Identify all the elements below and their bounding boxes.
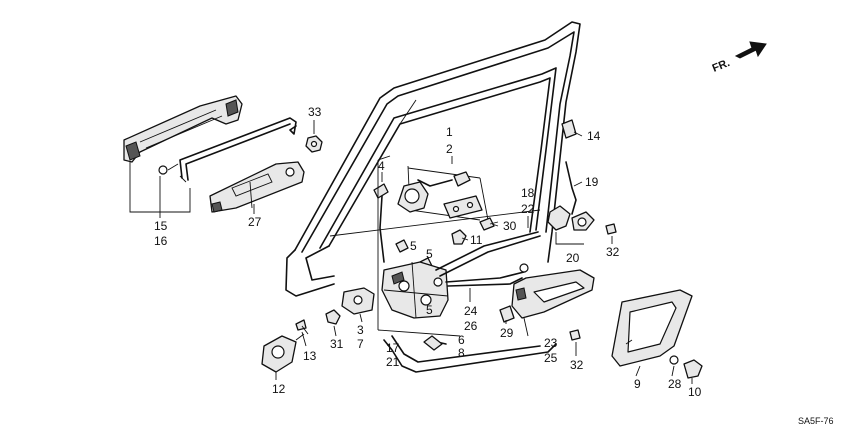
callout-29: 29 <box>500 326 514 340</box>
callout-9: 9 <box>634 377 641 391</box>
callout-19: 19 <box>585 175 599 189</box>
callout-10: 10 <box>688 385 702 399</box>
nut-33 <box>305 135 323 153</box>
lock-knob-parts <box>547 119 595 245</box>
front-direction-indicator: FR. <box>711 41 767 75</box>
callout-33: 33 <box>308 105 322 119</box>
callout-14: 14 <box>587 129 601 143</box>
screw-32-lower <box>569 329 581 341</box>
callout-labels: 1 2 3 4 5 5 5 6 7 8 9 10 11 12 13 14 15 … <box>154 105 702 399</box>
door-frame <box>285 21 581 373</box>
door-striker <box>325 287 375 325</box>
callout-18: 18 <box>521 186 535 200</box>
door-lock-assembly <box>381 261 449 319</box>
callout-26: 26 <box>464 319 478 333</box>
callout-4: 4 <box>378 159 385 173</box>
callout-1: 1 <box>446 125 453 139</box>
handle-rod-bracket <box>179 117 297 183</box>
callout-5a: 5 <box>410 239 417 253</box>
handle-cap <box>669 355 703 379</box>
callout-24: 24 <box>464 304 478 318</box>
callout-17: 17 <box>386 341 400 355</box>
screw-13 <box>295 319 309 335</box>
callout-5b: 5 <box>426 247 433 261</box>
outer-handle <box>123 95 243 213</box>
callout-11: 11 <box>470 233 483 247</box>
callout-8: 8 <box>458 346 465 360</box>
callout-5c: 5 <box>426 303 433 317</box>
drawing-code: SA5F-76 <box>798 416 834 426</box>
callout-21: 21 <box>386 355 400 369</box>
callout-20: 20 <box>566 251 580 265</box>
callout-16: 16 <box>154 234 168 248</box>
washer-12 <box>261 333 305 373</box>
callout-32-lower: 32 <box>570 358 584 372</box>
leader-lines <box>159 120 693 384</box>
callout-15: 15 <box>154 219 168 233</box>
callout-6: 6 <box>458 333 465 347</box>
front-label: FR. <box>711 57 732 75</box>
callout-31: 31 <box>330 337 344 351</box>
inner-handle-escutcheon <box>611 289 693 367</box>
door-lock-actuator <box>397 165 489 221</box>
callout-2: 2 <box>446 142 453 156</box>
clip-29 <box>499 305 515 323</box>
callout-3: 3 <box>357 323 364 337</box>
inside-lock-rod <box>423 335 447 351</box>
inner-handle-base <box>511 269 595 337</box>
callout-7: 7 <box>357 337 364 351</box>
callout-28: 28 <box>668 377 682 391</box>
front-arrow-icon <box>734 41 767 59</box>
callout-32-upper: 32 <box>606 245 620 259</box>
callout-23: 23 <box>544 336 558 350</box>
callout-27: 27 <box>248 215 262 229</box>
callout-25: 25 <box>544 351 558 365</box>
screw-32-upper <box>605 223 617 235</box>
clip-11 <box>451 229 467 245</box>
callout-22: 22 <box>521 202 535 216</box>
screw-30 <box>479 217 499 231</box>
linkage-rods <box>435 231 541 287</box>
callout-13: 13 <box>303 349 317 363</box>
callout-12: 12 <box>272 382 286 396</box>
handle-protector <box>209 161 305 213</box>
callout-30: 30 <box>503 219 517 233</box>
